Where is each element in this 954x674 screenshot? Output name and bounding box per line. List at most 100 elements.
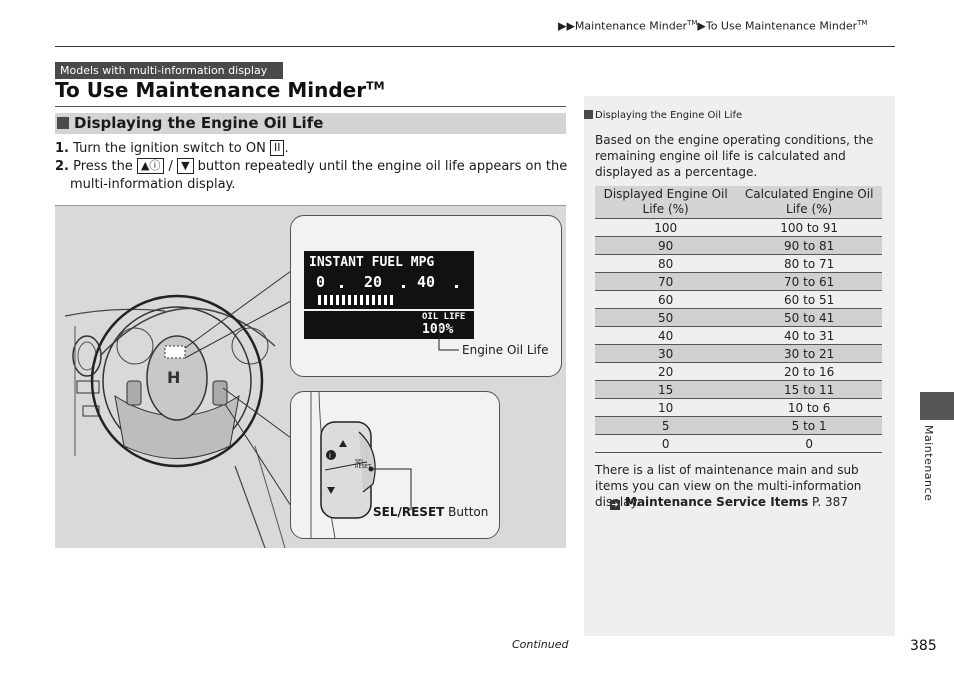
button-word: Button — [444, 505, 489, 519]
header-divider — [55, 46, 895, 47]
ignition-on-key-icon: II — [269, 140, 285, 156]
trademark-mark: TM — [857, 19, 868, 27]
engine-oil-life-label: Engine Oil Life — [462, 343, 549, 357]
section-heading-text: Displaying the Engine Oil Life — [74, 114, 324, 132]
sidebar-heading: Displaying the Engine Oil Life — [584, 110, 742, 121]
arrow-right-icon: ▶▶ — [558, 19, 575, 33]
table-cell: 50 — [595, 308, 737, 327]
breadcrumb-item-to-use[interactable]: To Use Maintenance Minder — [705, 19, 858, 33]
table-cell: 0 — [736, 434, 882, 453]
steering-wheel-illustration: H — [64, 270, 292, 548]
trademark-mark: TM — [366, 79, 385, 93]
oil-life-value: 100% — [422, 322, 454, 337]
dashboard-illustration: H INSTANT FUEL MPG 0 20 40 — [55, 205, 566, 548]
table-cell: 20 — [595, 362, 737, 381]
table-cell: 60 to 51 — [736, 290, 882, 309]
display-fuel-label: INSTANT FUEL MPG — [309, 255, 435, 270]
step-text: Press the — [73, 159, 137, 174]
table-cell: 40 to 31 — [736, 326, 882, 345]
table-cell: 5 to 1 — [736, 416, 882, 435]
chapter-tab-label: Maintenance — [922, 425, 935, 502]
square-bullet-icon — [57, 117, 69, 129]
sidebar-note: Displaying the Engine Oil Life Based on … — [584, 96, 895, 636]
table-cell: 5 — [595, 416, 737, 435]
svg-text:H: H — [167, 368, 180, 387]
table-cell: 60 — [595, 290, 737, 309]
table-cell: 90 to 81 — [736, 236, 882, 255]
multi-information-display: INSTANT FUEL MPG 0 20 40 OIL LIFE 100% — [304, 251, 474, 339]
display-callout: INSTANT FUEL MPG 0 20 40 OIL LIFE 100% — [290, 215, 562, 377]
table-cell: 90 — [595, 236, 737, 255]
column-header-calculated: Calculated Engine Oil Life (%) — [736, 186, 882, 219]
page-number: 385 — [910, 638, 937, 654]
link-arrow-icon: ➔ — [610, 500, 620, 510]
table-cell: 10 — [595, 398, 737, 417]
table-cell: 20 to 16 — [736, 362, 882, 381]
link-page: P. 387 — [808, 495, 848, 509]
table-cell: 80 to 71 — [736, 254, 882, 273]
trademark-mark: TM — [687, 19, 698, 27]
step-2-continued: multi-information display. — [70, 177, 236, 192]
table-cell: 100 — [595, 218, 737, 237]
up-info-button-icon: ▲ⓘ — [136, 158, 165, 174]
table-cell: 40 — [595, 326, 737, 345]
step-text-end: . — [284, 141, 289, 156]
button-callout: i SEL RESET SEL/RESET Button — [290, 391, 500, 539]
step-2: 2. Press the ▲ⓘ / ▼ button repeatedly un… — [55, 158, 567, 176]
table-cell: 100 to 91 — [736, 218, 882, 237]
section-heading: Displaying the Engine Oil Life — [55, 113, 566, 134]
down-button-icon: ▼ — [177, 158, 194, 174]
table-cell: 80 — [595, 254, 737, 273]
maintenance-service-items-link[interactable]: ➔ Maintenance Service Items P. 387 — [610, 494, 848, 510]
continued-label: Continued — [512, 638, 569, 651]
model-badge: Models with multi-information display — [55, 62, 283, 79]
chapter-tab[interactable] — [920, 392, 954, 420]
sidebar-heading-text: Displaying the Engine Oil Life — [595, 110, 743, 121]
column-header-displayed: Displayed Engine Oil Life (%) — [595, 186, 737, 219]
oil-life-pointer — [438, 326, 459, 351]
step-number: 2. — [55, 159, 69, 174]
table-cell: 15 to 11 — [736, 380, 882, 399]
step-text: Turn the ignition switch to ON — [73, 141, 270, 156]
breadcrumb: ▶▶Maintenance MinderTM▶To Use Maintenanc… — [558, 19, 867, 33]
page-title: To Use Maintenance MinderTM — [55, 78, 385, 102]
reset-small-text: RESET — [355, 464, 372, 470]
sel-reset-bold: SEL/RESET — [373, 505, 445, 519]
sel-reset-button-illustration: i — [310, 392, 412, 538]
page-title-text: To Use Maintenance Minder — [55, 78, 367, 102]
table-cell: 0 — [595, 434, 737, 453]
table-cell: 70 — [595, 272, 737, 291]
fuel-bar-graph — [304, 285, 474, 311]
table-header-row: Displayed Engine Oil Life (%) Calculated… — [595, 186, 882, 219]
link-text[interactable]: Maintenance Service Items — [625, 495, 809, 509]
table-cell: 30 to 21 — [736, 344, 882, 363]
oil-life-table: Displayed Engine Oil Life (%) Calculated… — [595, 186, 882, 453]
display-scale-20: 20 — [364, 273, 383, 291]
table-cell: 10 to 6 — [736, 398, 882, 417]
table-cell: 70 to 61 — [736, 272, 882, 291]
reference-icon — [584, 110, 593, 119]
arrow-right-icon: ▶ — [697, 19, 706, 33]
breadcrumb-item-maintenance-minder[interactable]: Maintenance Minder — [574, 19, 688, 33]
step-text: button repeatedly until the engine oil l… — [193, 159, 568, 174]
title-divider — [55, 106, 566, 107]
display-scale-0: 0 — [316, 273, 326, 291]
table-cell: 30 — [595, 344, 737, 363]
sel-reset-small-label: SEL RESET — [355, 460, 371, 470]
sel-reset-button-label: SEL/RESET Button — [373, 505, 488, 519]
step-separator: / — [164, 159, 178, 174]
table-cell: 15 — [595, 380, 737, 399]
step-number: 1. — [55, 141, 69, 156]
